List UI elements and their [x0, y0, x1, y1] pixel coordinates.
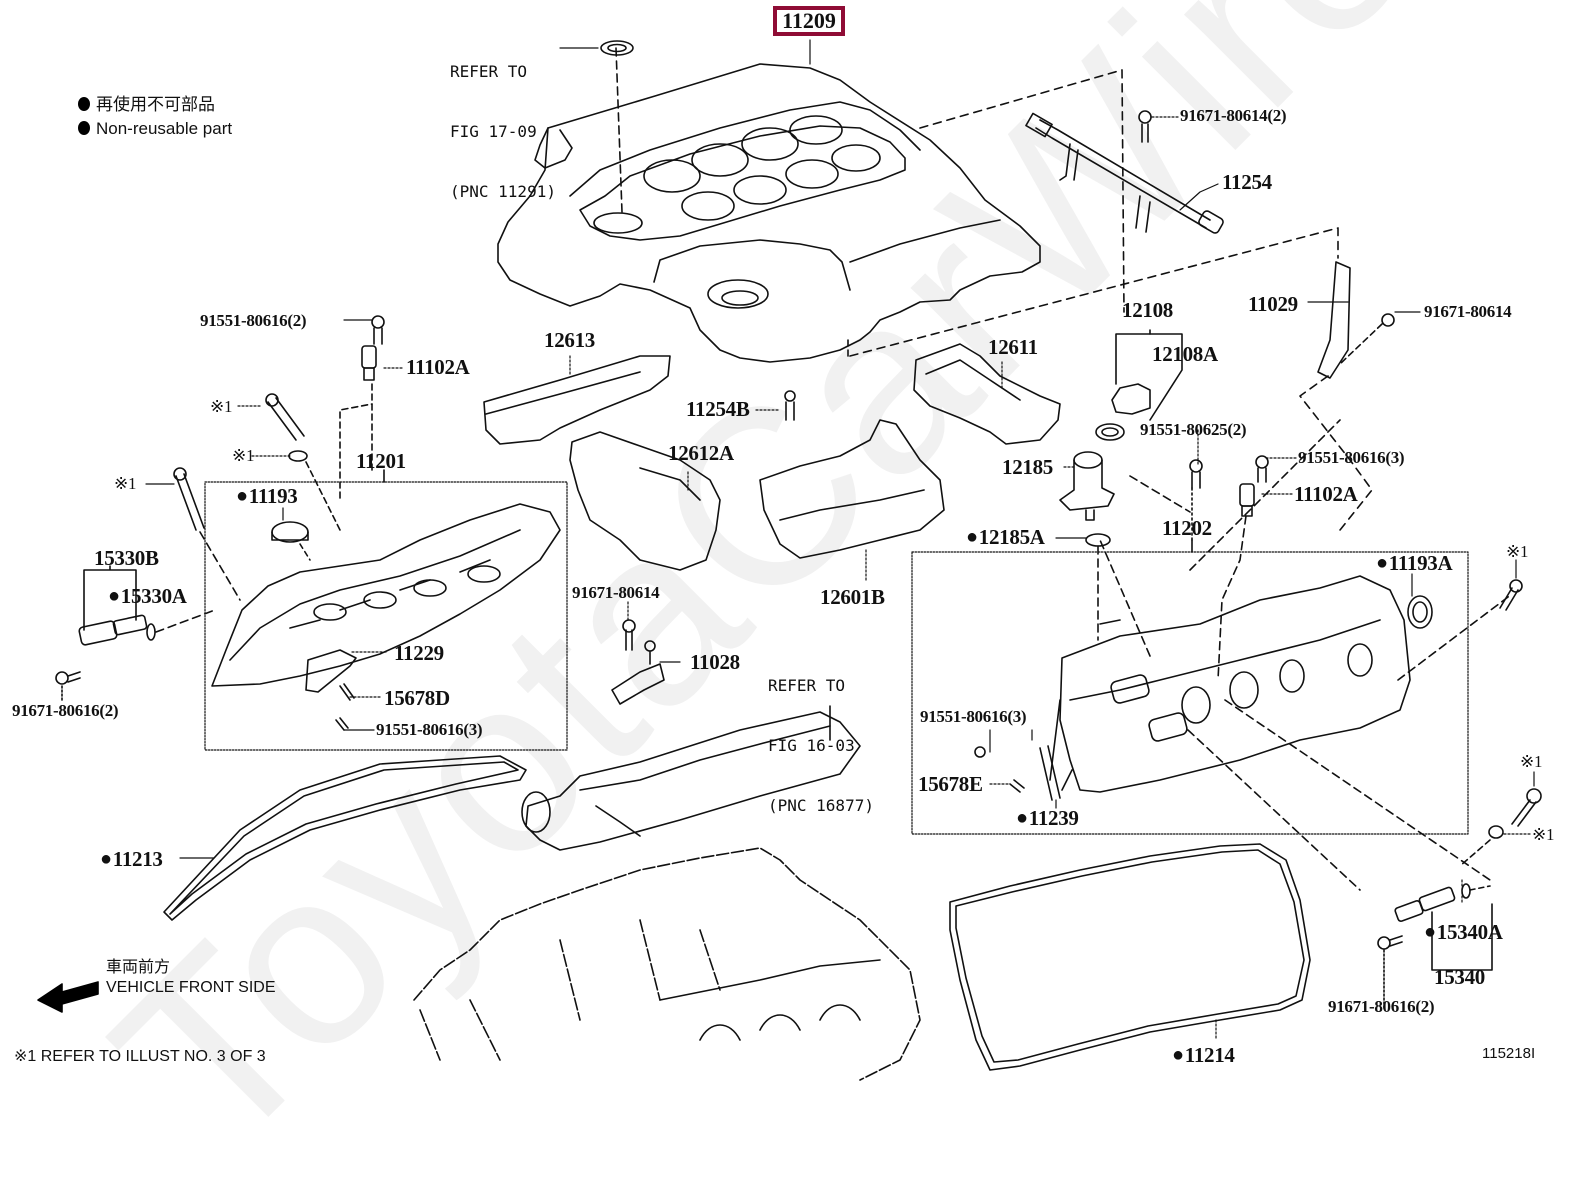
left-valve-cover-drawing: [211, 503, 561, 687]
part-label[interactable]: 91671-80616(2): [12, 701, 119, 720]
right-ocv-drawing: [1377, 883, 1493, 1011]
refer-to-fig-16-03[interactable]: REFER TO FIG 16-03 (PNC 16877): [768, 676, 874, 815]
part-label[interactable]: 15340: [1434, 965, 1486, 989]
part-label[interactable]: 12185: [1002, 455, 1054, 479]
legend-item-en: Non-reusable part: [78, 117, 232, 141]
rod-11254-drawing: [1025, 110, 1224, 234]
left-ocv-drawing: [55, 565, 216, 701]
part-label-non-reusable[interactable]: 11193: [236, 486, 298, 507]
right-gasket-drawing: [949, 843, 1311, 1071]
right-sensor-drawing: [1217, 455, 1269, 681]
part-label[interactable]: 91671-80614(2): [1180, 106, 1287, 125]
front-arrow-drawing: [37, 981, 99, 1013]
part-label[interactable]: 91551-80625(2): [1140, 420, 1247, 439]
ref-mark: ※1: [1520, 752, 1543, 771]
refer-to-fig-17-09[interactable]: REFER TO FIG 17-09 (PNC 11291): [450, 62, 556, 201]
left-sensor-drawing: [173, 315, 385, 601]
leader-lines: [145, 39, 1535, 1041]
part-label[interactable]: 11201: [356, 449, 406, 473]
left-valve-cover-box: [204, 481, 568, 751]
part-label-non-reusable[interactable]: 15330A: [108, 586, 187, 607]
part-label[interactable]: 12611: [988, 335, 1038, 359]
part-label[interactable]: 12612A: [668, 441, 734, 465]
engine-cover-drawing: [497, 40, 1041, 363]
part-label[interactable]: 12108: [1122, 298, 1174, 322]
ref-mark: ※1: [1532, 825, 1555, 844]
footnote: ※1 REFER TO ILLUST NO. 3 OF 3: [14, 1048, 266, 1065]
part-label[interactable]: 91671-80614: [572, 583, 660, 602]
part-label[interactable]: 12601B: [820, 585, 885, 609]
part-label[interactable]: 11102A: [406, 355, 470, 379]
part-label-non-reusable[interactable]: 12185A: [966, 527, 1045, 548]
vehicle-front-side-label: 車両前方 VEHICLE FRONT SIDE: [106, 959, 276, 996]
part-label[interactable]: 11254B: [686, 397, 750, 421]
part-label[interactable]: 91671-80616(2): [1328, 997, 1435, 1016]
intake-oil-pan-drawing: [413, 705, 921, 1081]
bracket-11029-drawing: [1299, 261, 1395, 531]
part-label-non-reusable[interactable]: 11214: [1172, 1045, 1235, 1066]
legend-item-jp: 再使用不可部品: [78, 93, 232, 117]
part-label[interactable]: 15678E: [918, 772, 983, 796]
non-reusable-dot-icon: [78, 121, 90, 135]
part-label[interactable]: 91671-80614: [1424, 302, 1512, 321]
oil-filler-drawing: [1059, 329, 1203, 641]
part-label-non-reusable[interactable]: 11239: [1016, 808, 1079, 829]
part-label[interactable]: 15330B: [94, 546, 159, 570]
parts-diagram-drawing: [37, 39, 1542, 1081]
part-label[interactable]: 91551-80616(3): [1298, 448, 1405, 467]
illustration-number: 115218I: [1482, 1045, 1536, 1062]
right-valve-cover-drawing: [974, 575, 1433, 801]
part-label-11209-highlighted[interactable]: 11209: [773, 6, 845, 36]
part-label[interactable]: 12108A: [1152, 342, 1218, 366]
part-label-non-reusable[interactable]: 11193A: [1376, 553, 1453, 574]
non-reusable-dot-icon: [78, 97, 90, 111]
legend: 再使用不可部品 Non-reusable part: [78, 93, 232, 141]
ref-mark: ※1: [114, 474, 137, 493]
bracket-11229-drawing: [305, 649, 357, 693]
ref-mark: ※1: [232, 446, 255, 465]
part-label[interactable]: 91551-80616(3): [376, 720, 483, 739]
part-label[interactable]: 11229: [394, 641, 444, 665]
part-label-non-reusable[interactable]: 15340A: [1424, 922, 1503, 943]
part-label[interactable]: 91551-80616(3): [920, 707, 1027, 726]
part-label[interactable]: 12613: [544, 328, 596, 352]
part-label-non-reusable[interactable]: 11213: [100, 849, 163, 870]
center-covers-drawing: [483, 343, 1061, 571]
part-label[interactable]: 11202: [1162, 516, 1212, 540]
ref-mark: ※1: [210, 397, 233, 416]
left-gasket-drawing: [163, 755, 527, 921]
part-label[interactable]: 15678D: [384, 686, 450, 710]
ref-mark: ※1: [1506, 542, 1529, 561]
right-valve-cover-box: [911, 551, 1469, 835]
part-label[interactable]: 11254: [1222, 170, 1272, 194]
part-label[interactable]: 11028: [690, 650, 740, 674]
part-label[interactable]: 91551-80616(2): [200, 311, 307, 330]
part-label[interactable]: 11029: [1248, 292, 1298, 316]
part-label[interactable]: 11102A: [1294, 482, 1358, 506]
